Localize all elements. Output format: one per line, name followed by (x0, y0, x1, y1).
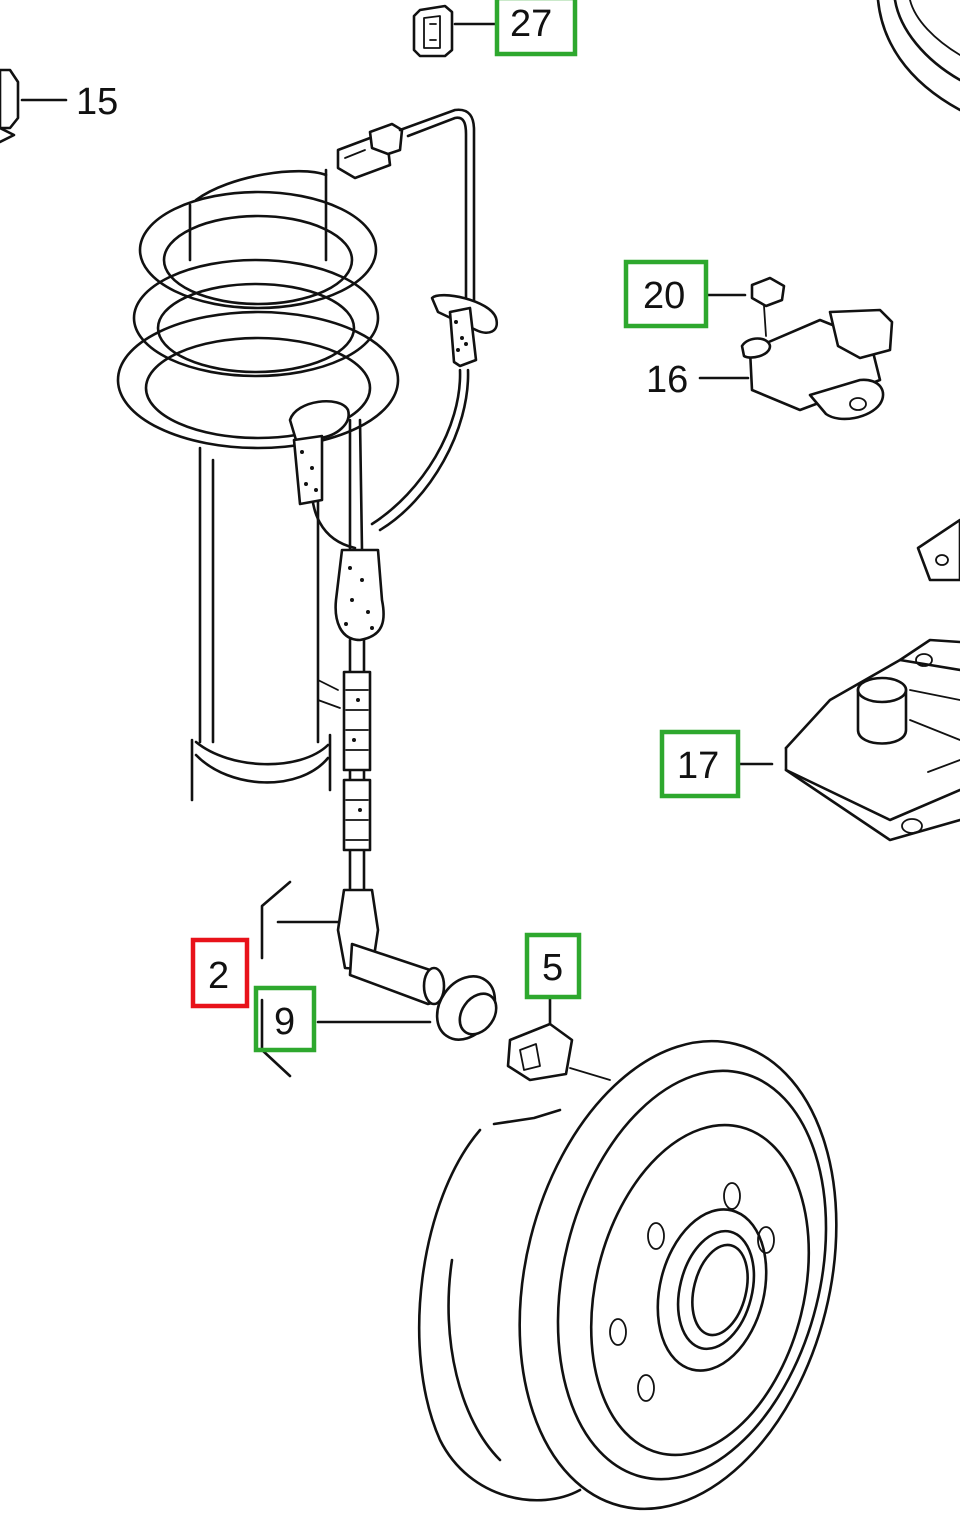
callout-2: 2 (190, 937, 250, 1009)
callout-16: 16 (646, 359, 688, 401)
callout-label: 15 (76, 81, 118, 123)
callout-label: 17 (677, 745, 719, 787)
callout-5: 5 (524, 932, 582, 1000)
callout-label: 2 (208, 955, 229, 997)
leader-lines-part-2 (260, 880, 340, 1078)
callout-label: 20 (643, 275, 685, 317)
callout-label: 16 (646, 359, 688, 401)
part-17-unit (738, 518, 960, 842)
tire-edge (876, 0, 960, 112)
part-15 (0, 68, 68, 144)
highlight-box (623, 259, 709, 329)
clip-part-5 (506, 996, 611, 1082)
highlight-box (190, 937, 250, 1009)
callout-27: 27 (494, 0, 578, 57)
brake-disc (417, 1039, 838, 1511)
callout-17: 17 (659, 729, 741, 799)
part-16-module (698, 276, 894, 421)
callout-20: 20 (623, 259, 709, 329)
callout-15: 15 (76, 81, 118, 123)
highlight-box (659, 729, 741, 799)
highlight-box (253, 985, 317, 1053)
callout-label: 9 (274, 1001, 295, 1043)
strut-shock-absorber (116, 168, 400, 802)
clip-part-27 (412, 4, 497, 58)
callout-label: 5 (542, 947, 563, 989)
bushing-part-9 (316, 975, 498, 1041)
texture-dots (300, 320, 468, 812)
abs-sensor-wiring (288, 108, 499, 1006)
callout-9: 9 (253, 985, 317, 1053)
highlight-box (524, 932, 582, 1000)
highlight-box (494, 0, 578, 57)
callout-label: 27 (510, 3, 552, 45)
